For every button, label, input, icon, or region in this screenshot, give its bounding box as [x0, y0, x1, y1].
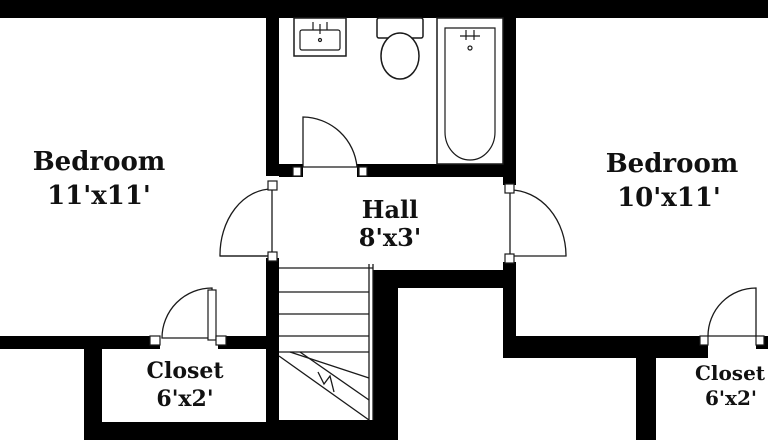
- door-bedroom-right: [504, 183, 567, 264]
- wall-bath-bottom: [357, 164, 516, 177]
- wall-closet-left-top-a: [0, 336, 160, 349]
- toilet-bowl-icon: [380, 32, 420, 80]
- staircase: [278, 264, 374, 421]
- doors: [149, 116, 765, 346]
- wall-hall-bottom: [373, 270, 516, 288]
- wall-right-lower-band: [503, 336, 708, 358]
- room-name-bedroom-right: Bedroom: [606, 149, 739, 179]
- room-size-closet-left: 6'x2': [156, 386, 213, 412]
- room-name-bedroom-left: Bedroom: [33, 147, 166, 177]
- door-bathroom: [292, 116, 368, 177]
- wall-stair-right: [373, 270, 398, 440]
- wall-bath-right: [503, 0, 516, 185]
- bathroom-fixtures: [293, 17, 504, 165]
- wall-closet-left-top-b: [218, 336, 279, 349]
- wall-closet-left-side: [84, 336, 102, 440]
- wall-bath-left: [266, 0, 279, 176]
- stair-break-icon: [317, 371, 335, 393]
- room-size-hall: 8'x3': [359, 223, 421, 252]
- door-closet-right: [699, 287, 765, 346]
- door-bedroom-left: [219, 180, 278, 262]
- bathtub-basin-icon: [444, 27, 496, 161]
- wall-stair-bottom: [279, 420, 398, 440]
- bathtub-icon: [436, 17, 504, 165]
- wall-closet-right-side: [636, 336, 656, 440]
- room-name-hall: Hall: [362, 195, 418, 224]
- wall-closet-left-bottom: [84, 422, 279, 440]
- room-size-bedroom-right: 10'x11': [617, 183, 721, 213]
- wall-top: [0, 0, 768, 18]
- room-name-closet-right: Closet: [695, 361, 766, 385]
- door-closet-left: [149, 287, 227, 346]
- room-name-closet-left: Closet: [146, 358, 224, 384]
- room-labels: Bedroom 11'x11' Bedroom 10'x11' Hall 8'x…: [33, 147, 766, 412]
- room-size-bedroom-left: 11'x11': [47, 181, 151, 211]
- room-size-closet-right: 6'x2': [705, 386, 757, 410]
